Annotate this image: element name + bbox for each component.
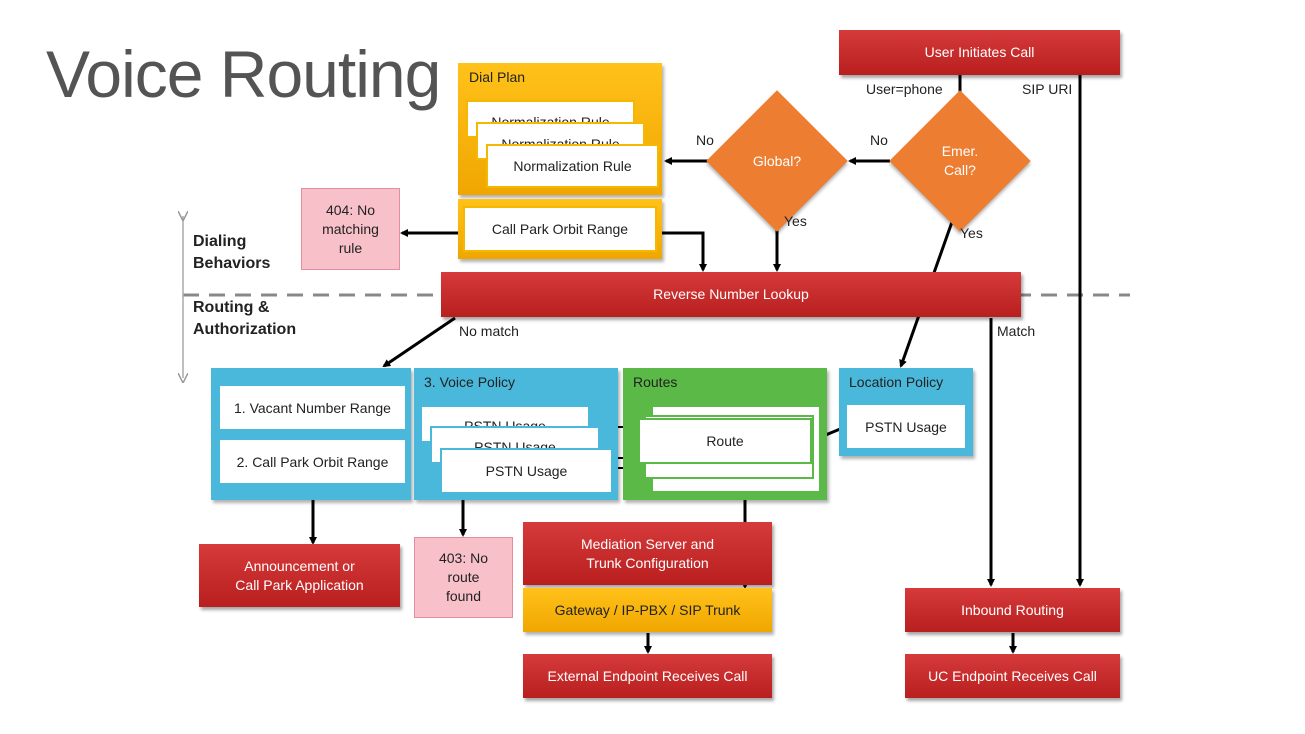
emergency-call-label: Emer. Call? xyxy=(941,143,979,178)
call-park-orbit-range-box: Call Park Orbit Range xyxy=(463,206,657,252)
dial-plan-title: Dial Plan xyxy=(469,69,526,85)
no-route-found-box: 403: No route found xyxy=(414,537,513,618)
no-match-label: No match xyxy=(459,323,519,339)
voice-policy-title: 3. Voice Policy xyxy=(424,374,516,390)
route-box: Route xyxy=(638,418,812,464)
location-policy-title: Location Policy xyxy=(849,374,944,390)
dialing-behaviors-label: Dialing Behaviors xyxy=(193,233,271,272)
global-no-label: No xyxy=(696,132,714,148)
emer-no-label: No xyxy=(870,132,888,148)
mediation-server-box: Mediation Server and Trunk Configuration xyxy=(523,522,772,585)
inbound-routing-box: Inbound Routing xyxy=(905,588,1120,632)
pstn-usage-3: PSTN Usage xyxy=(440,448,613,494)
gateway-box: Gateway / IP-PBX / SIP Trunk xyxy=(523,588,772,632)
user-phone-label: User=phone xyxy=(866,81,943,97)
external-endpoint-box: External Endpoint Receives Call xyxy=(523,654,772,698)
global-yes-label: Yes xyxy=(784,213,807,229)
call-park-orbit-range-item: 2. Call Park Orbit Range xyxy=(220,440,405,483)
page-title: Voice Routing xyxy=(46,37,441,111)
global-label: Global? xyxy=(752,152,802,169)
announcement-box: Announcement or Call Park Application xyxy=(199,544,400,607)
normalization-rule-3: Normalization Rule xyxy=(486,144,659,188)
sip-uri-label: SIP URI xyxy=(1022,81,1073,97)
vacant-number-range-box: 1. Vacant Number Range xyxy=(220,386,405,429)
emer-yes-label: Yes xyxy=(960,225,983,241)
routing-authorization-label: Routing & Authorization xyxy=(193,299,297,338)
routes-title: Routes xyxy=(633,374,678,390)
uc-endpoint-box: UC Endpoint Receives Call xyxy=(905,654,1120,698)
user-initiates-call-box: User Initiates Call xyxy=(839,30,1120,75)
no-matching-rule-box: 404: No matching rule xyxy=(301,188,400,270)
location-pstn-usage: PSTN Usage xyxy=(847,405,965,448)
match-label: Match xyxy=(997,323,1036,339)
reverse-number-lookup-box: Reverse Number Lookup xyxy=(441,272,1021,317)
